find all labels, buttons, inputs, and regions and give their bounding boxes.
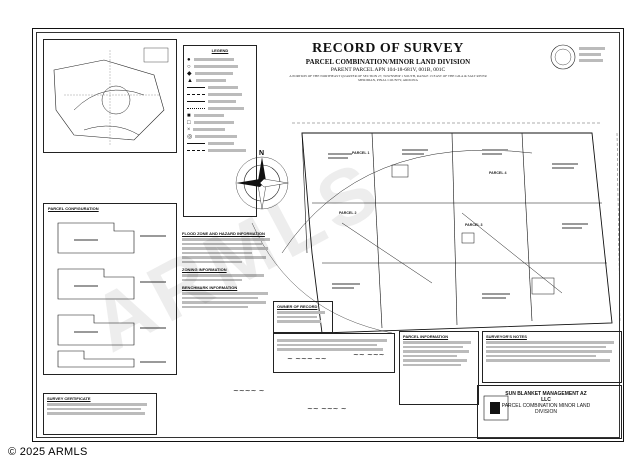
legend-row: × [187, 126, 253, 133]
owner-of-record: OWNER OF RECORD [273, 301, 333, 333]
company-name: SUN BLANKET MANAGEMENT AZ LLC PARCEL COM… [501, 391, 591, 415]
parcel-configuration-diagrams [57, 222, 166, 368]
signature-mark: ~ ~~~ ~~ [287, 355, 327, 363]
legend-row [187, 91, 253, 98]
vicinity-map [43, 39, 177, 153]
legend-row: ○ [187, 63, 253, 70]
bottom-title-block [477, 385, 622, 439]
surveyor-notes: SURVEYOR'S NOTES [482, 331, 622, 383]
legend-row [187, 105, 253, 112]
sheet-inner-border: LEGEND ● ○ ◆ ▲ ■ □ × ◎ RECORD OF SURVEY [36, 32, 622, 439]
legend-row: ■ [187, 112, 253, 119]
parcel-label-1: PARCEL 1 [352, 151, 370, 155]
signature-mark: ~~~~ ~ [233, 387, 265, 395]
surveyor-notes-heading: SURVEYOR'S NOTES [486, 334, 527, 339]
parent-parcel: PARENT PARCEL APN 104-18-681V, 001B, 001… [330, 67, 446, 73]
document-subtitle: PARCEL COMBINATION/MINOR LAND DIVISION [305, 58, 471, 66]
company-title: SUN BLANKET MANAGEMENT AZ LLC [505, 391, 587, 403]
parcel-label-2: PARCEL 2 [339, 211, 357, 215]
document-title: RECORD OF SURVEY [312, 41, 464, 56]
signature-mark: ~~ ~~~ [353, 351, 385, 359]
parcel-information: PARCEL INFORMATION [399, 331, 479, 405]
signature-mark: ~~ ~~~ ~ [307, 405, 347, 413]
info-column: FLOOD ZONE AND HAZARD INFORMATION ZONING… [182, 231, 277, 310]
parcel-configuration: PARCEL CONFIGURATION [43, 203, 177, 375]
survey-certificate: SURVEY CERTIFICATE [43, 393, 157, 435]
legend-rows: ● ○ ◆ ▲ ■ □ × ◎ [184, 56, 256, 154]
legend-row [187, 140, 253, 147]
engineer-logo-icon [483, 395, 509, 421]
acknowledgment-block [273, 333, 395, 373]
legend-row [187, 84, 253, 91]
legend-heading: LEGEND [211, 48, 229, 53]
benchmark-heading: BENCHMARK INFORMATION [182, 285, 238, 290]
parcel-label-4: PARCEL 4 [489, 171, 507, 175]
parcel-configuration-heading: PARCEL CONFIGURATION [48, 206, 99, 211]
surveyor-seal [549, 41, 607, 75]
seal-icon [550, 44, 605, 70]
legend-box: LEGEND ● ○ ◆ ▲ ■ □ × ◎ [183, 45, 257, 217]
legend-row: ◎ [187, 133, 253, 140]
legend-row [187, 98, 253, 105]
parcel-information-heading: PARCEL INFORMATION [403, 334, 449, 339]
legend-row: ● [187, 56, 253, 63]
legend-row: ◆ [187, 70, 253, 77]
legend-row [187, 147, 253, 154]
owner-of-record-heading: OWNER OF RECORD [277, 304, 318, 309]
flood-zone-heading: FLOOD ZONE AND HAZARD INFORMATION [182, 231, 265, 236]
vicinity-map-drawing [53, 47, 169, 145]
legend-row: ▲ [187, 77, 253, 84]
project-title: PARCEL COMBINATION MINOR LAND DIVISION [501, 403, 591, 415]
copyright-footer: © 2025 ARMLS [8, 446, 88, 458]
title-block: RECORD OF SURVEY PARCEL COMBINATION/MINO… [283, 41, 493, 82]
location-note: A PORTION OF THE NORTHEAST QUARTER OF SE… [289, 74, 487, 82]
survey-plat: N [235, 122, 621, 334]
legend-row: □ [187, 119, 253, 126]
svg-text:N: N [259, 150, 264, 157]
north-arrow-icon: N [235, 150, 289, 210]
survey-sheet: LEGEND ● ○ ◆ ▲ ■ □ × ◎ RECORD OF SURVEY [32, 28, 624, 442]
parcel-label-3: PARCEL 3 [465, 223, 483, 227]
survey-certificate-heading: SURVEY CERTIFICATE [47, 396, 91, 401]
zoning-heading: ZONING INFORMATION [182, 267, 227, 272]
